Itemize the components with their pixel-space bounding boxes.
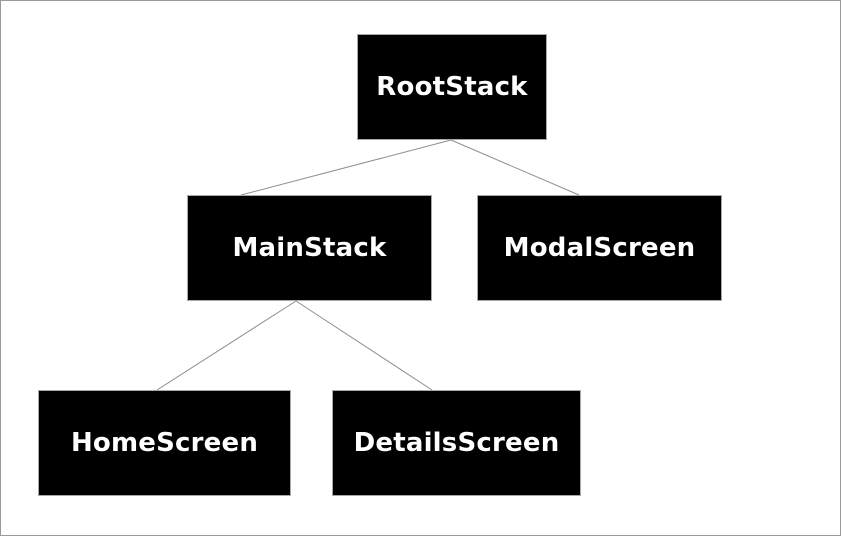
node-modal-screen[interactable]: ModalScreen — [477, 195, 722, 301]
node-label-details-screen: DetailsScreen — [353, 428, 560, 458]
node-label-modal-screen: ModalScreen — [503, 233, 696, 263]
node-root-stack[interactable]: RootStack — [357, 34, 547, 140]
node-label-home-screen: HomeScreen — [70, 428, 259, 458]
node-label-root-stack: RootStack — [376, 72, 528, 102]
edge-mainstack-to-homescreen — [156, 300, 297, 391]
node-main-stack[interactable]: MainStack — [187, 195, 432, 301]
node-label-main-stack: MainStack — [232, 233, 387, 263]
edge-rootstack-to-modalscreen — [450, 139, 580, 196]
edge-mainstack-to-detailsscreen — [295, 300, 433, 391]
node-home-screen[interactable]: HomeScreen — [38, 390, 291, 496]
node-details-screen[interactable]: DetailsScreen — [332, 390, 581, 496]
edge-rootstack-to-mainstack — [240, 139, 452, 196]
